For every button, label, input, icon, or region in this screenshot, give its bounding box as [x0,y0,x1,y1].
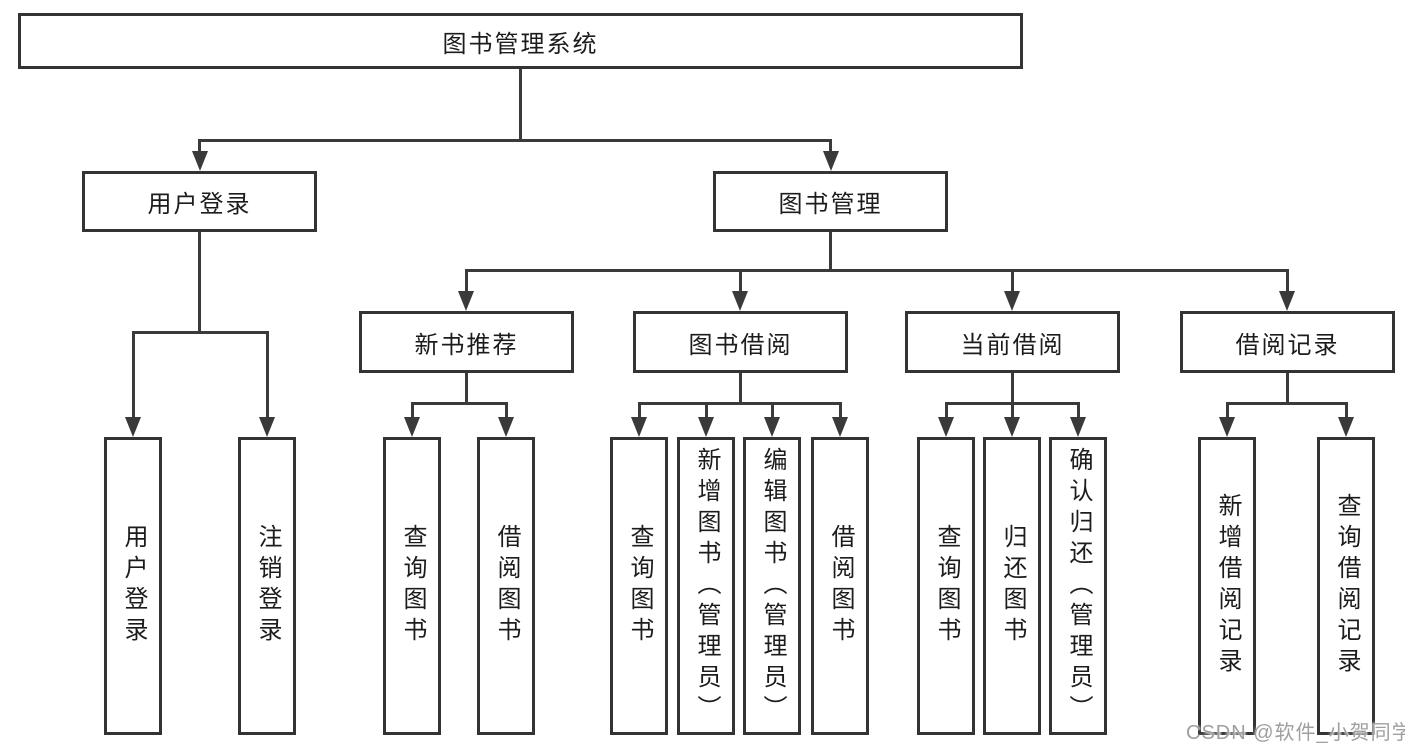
node-book-management: 图书管理 [713,171,948,232]
connector-line [1285,373,1289,404]
connector-line [1010,269,1014,295]
connector-line [265,331,269,423]
connector-line [131,331,269,334]
connector-line [518,69,522,141]
connector-line [738,373,742,404]
arrow-down-icon [259,417,275,437]
leaf-label: 查询借阅记录 [1333,493,1360,679]
arrow-down-icon [498,417,514,437]
connector-line [410,402,508,405]
arrow-down-icon [732,291,748,311]
arrow-down-icon [125,417,141,437]
node-leaf-borrow-books-recommend: 借阅图书 [477,437,535,735]
connector-line [838,402,842,424]
watermark: CSDN @软件_小贺同学 [1186,722,1405,744]
connector-line [770,402,774,424]
node-leaf-add-books-admin: 新增图书（管理员） [677,437,735,735]
node-leaf-query-books-current: 查询图书 [917,437,975,735]
connector-line [1344,402,1348,424]
node-leaf-borrow-books-borrowing: 借阅图书 [811,437,869,735]
connector-line [410,402,414,424]
node-leaf-user-login: 用户登录 [104,437,162,735]
connector-line [1076,402,1080,424]
connector-line [504,402,508,424]
node-borrowing-records: 借阅记录 [1180,311,1395,373]
node-current-borrowing: 当前借阅 [905,311,1120,373]
arrow-down-icon [191,151,208,171]
arrow-down-icon [1004,417,1020,437]
node-leaf-query-books-borrowing: 查询图书 [610,437,668,735]
node-leaf-query-borrow-record: 查询借阅记录 [1317,437,1375,735]
node-new-book-recommendation: 新书推荐 [359,311,574,373]
connector-line [637,402,842,405]
node-leaf-query-books-recommend: 查询图书 [383,437,441,735]
arrow-down-icon [822,151,839,171]
connector-line [1285,269,1289,295]
node-book-borrowing: 图书借阅 [633,311,848,373]
connector-line [1010,373,1014,404]
connector-line [198,139,201,157]
leaf-label: 新增借阅记录 [1214,493,1241,679]
connector-line [829,232,832,272]
node-user-login: 用户登录 [82,171,317,232]
node-leaf-logout: 注销登录 [238,437,296,735]
leaf-label: 借阅图书 [493,524,520,648]
connector-line [637,402,641,424]
arrow-down-icon [1279,291,1295,311]
arrow-down-icon [631,417,647,437]
arrow-down-icon [938,417,954,437]
connector-line [1010,402,1014,424]
connector-line [1225,402,1348,405]
arrow-down-icon [698,417,714,437]
leaf-label: 确认归还（管理员） [1065,446,1092,726]
leaf-label: 查询图书 [399,524,426,648]
connector-line [944,402,948,424]
node-leaf-edit-books-admin: 编辑图书（管理员） [743,437,801,735]
arrow-down-icon [1004,291,1020,311]
arrow-down-icon [1070,417,1086,437]
connector-line [829,139,832,157]
arrow-down-icon [1338,417,1354,437]
connector-line [464,373,468,404]
leaf-label: 归还图书 [999,524,1026,648]
connector-line [198,232,201,334]
leaf-label: 借阅图书 [827,524,854,648]
leaf-label: 新增图书（管理员） [693,446,720,726]
node-leaf-add-borrow-record: 新增借阅记录 [1198,437,1256,735]
connector-line [1225,402,1229,424]
connector-line [738,269,742,295]
node-leaf-confirm-return-admin: 确认归还（管理员） [1049,437,1107,735]
arrow-down-icon [1219,417,1235,437]
arrow-down-icon [404,417,420,437]
connector-line [198,139,832,142]
arrow-down-icon [832,417,848,437]
arrow-down-icon [458,291,474,311]
node-leaf-return-books: 归还图书 [983,437,1041,735]
leaf-label: 注销登录 [254,524,281,648]
connector-line [464,269,468,295]
leaf-label: 查询图书 [626,524,653,648]
connector-line [464,269,1289,272]
leaf-label: 用户登录 [120,524,147,648]
connector-line [131,331,135,423]
leaf-label: 查询图书 [933,524,960,648]
connector-line [704,402,708,424]
leaf-label: 编辑图书（管理员） [759,446,786,726]
node-library-management-system: 图书管理系统 [18,13,1023,69]
arrow-down-icon [764,417,780,437]
